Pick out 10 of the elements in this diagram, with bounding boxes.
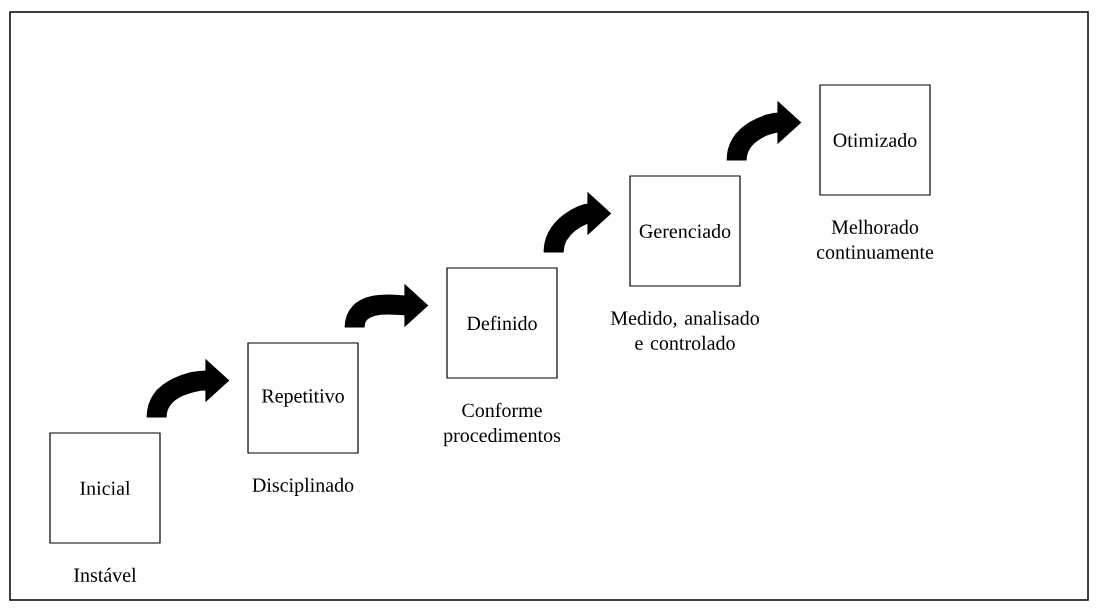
level-box: Gerenciado: [629, 175, 741, 287]
level-box: Repetitivo: [247, 342, 359, 454]
level-caption: Conforme procedimentos: [443, 402, 561, 447]
level-box: Otimizado: [819, 84, 931, 196]
level-caption: Instável: [74, 567, 137, 582]
level-box: Inicial: [49, 432, 161, 544]
level-caption: Medido, analisado e controlado: [610, 310, 759, 350]
level-caption: Disciplinado: [252, 477, 354, 496]
level-box: Definido: [446, 267, 558, 379]
level-caption: Melhorado continuamente: [816, 219, 934, 259]
